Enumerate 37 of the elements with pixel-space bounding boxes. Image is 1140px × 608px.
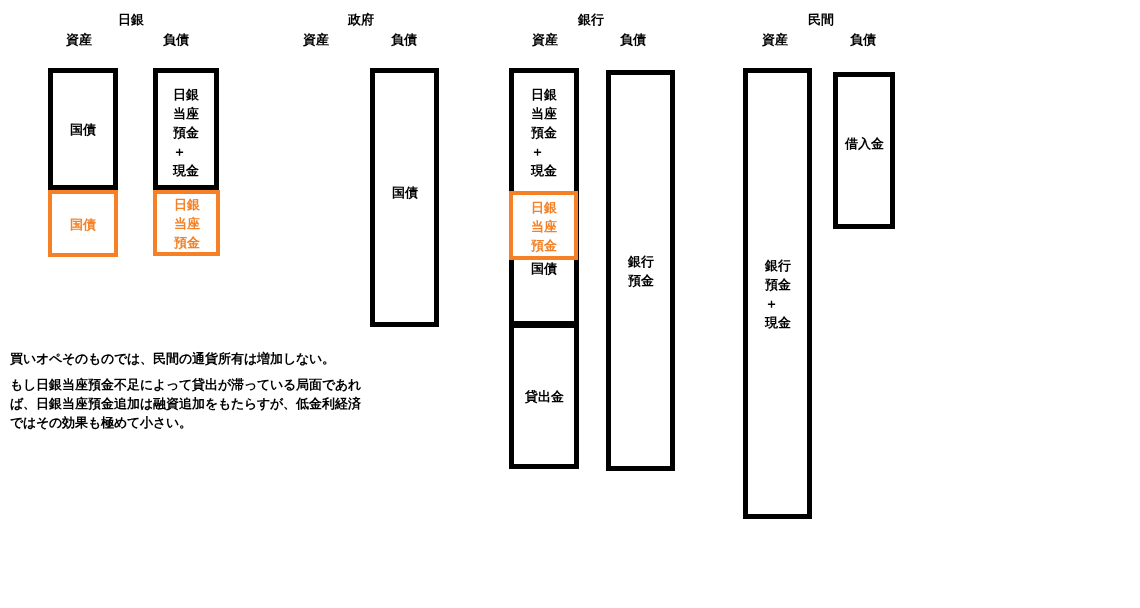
account-label: 貸出金	[524, 387, 564, 406]
column-heading: 資産	[762, 31, 788, 49]
note-text: もし日銀当座預金不足によって貸出が滞っている局面であれば、日銀当座預金追加は融資追加をもたらすが、低金利経済ではその効果も極めて小さい。	[10, 376, 362, 432]
added-balance-box	[153, 190, 220, 256]
balance-sheet-box	[48, 68, 118, 190]
sector-heading: 政府	[348, 11, 374, 29]
account-label: 国債	[70, 120, 96, 139]
account-label: 銀行預金＋現金	[764, 256, 791, 332]
sector-heading: 日銀	[118, 11, 144, 29]
balance-sheet-box	[370, 68, 439, 327]
column-heading: 負債	[391, 31, 417, 49]
added-balance-box	[48, 190, 118, 257]
column-heading: 資産	[532, 31, 558, 49]
note-text: 買いオペそのものでは、民間の通貨所有は増加しない。	[10, 350, 336, 368]
column-heading: 資産	[303, 31, 329, 49]
account-label: 国債	[531, 260, 557, 278]
balance-sheet-box	[153, 68, 219, 190]
balance-sheet-box	[833, 72, 895, 229]
column-heading: 負債	[163, 31, 189, 49]
sector-heading: 銀行	[578, 11, 604, 29]
column-heading: 資産	[66, 31, 92, 49]
balance-sheet-box	[743, 68, 812, 519]
balance-sheet-box	[606, 70, 675, 471]
account-label: 銀行預金	[627, 252, 654, 290]
account-label: 国債	[70, 215, 96, 233]
balance-sheet-box	[509, 323, 579, 469]
account-label: 日銀当座預金	[173, 195, 200, 252]
balance-sheet-box	[509, 68, 579, 326]
account-label: 国債	[391, 184, 418, 202]
column-heading: 負債	[620, 31, 646, 49]
column-heading: 負債	[850, 31, 876, 49]
account-label: 借入金	[844, 135, 884, 153]
account-label: 日銀当座預金＋現金	[173, 86, 199, 180]
account-label: 日銀当座預金	[530, 198, 557, 254]
sector-heading: 民間	[808, 11, 834, 29]
account-label: 日銀当座預金＋現金	[531, 86, 557, 180]
added-balance-box	[509, 191, 578, 260]
